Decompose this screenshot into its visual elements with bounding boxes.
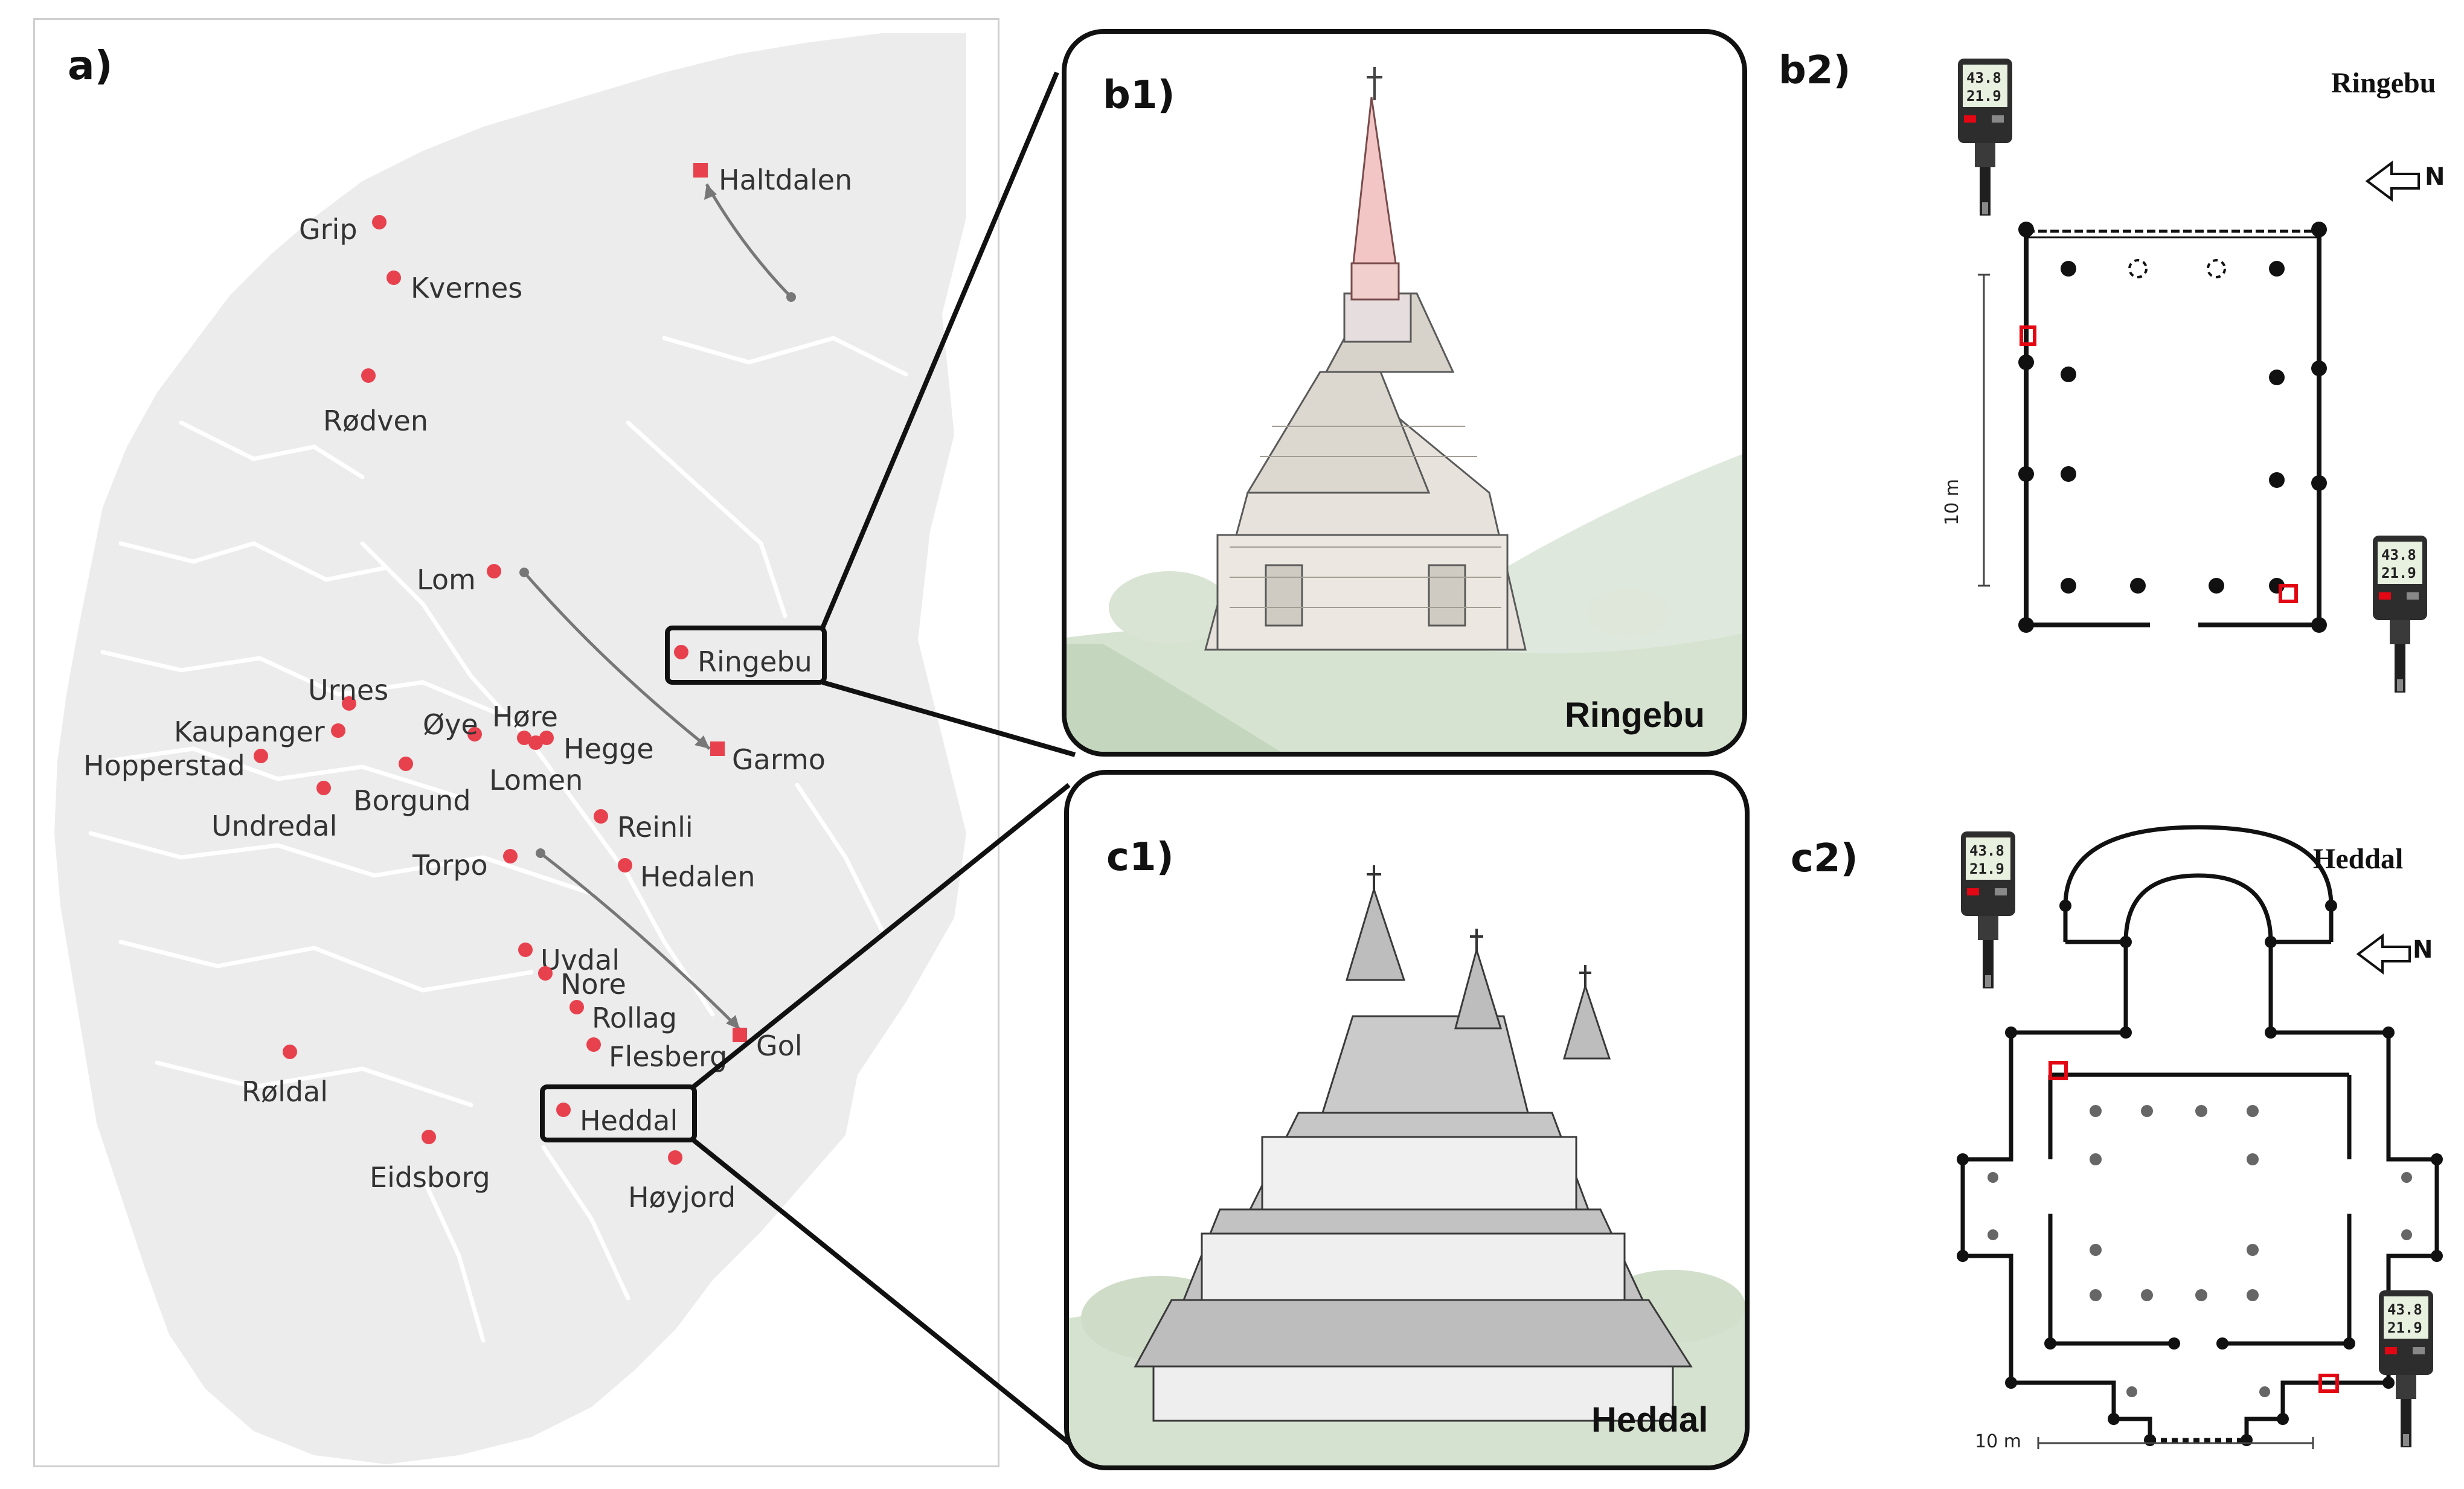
place-label: Grip	[299, 213, 358, 246]
map-land	[54, 33, 966, 1464]
place-label: Rødven	[323, 405, 428, 437]
church-marker	[594, 809, 608, 824]
place-label: Heddal	[580, 1104, 678, 1137]
north-arrow-icon	[2356, 933, 2411, 975]
place-label: Kaupanger	[174, 716, 325, 748]
place-label: Reinli	[617, 811, 693, 844]
north-arrow-icon	[2365, 161, 2420, 202]
place-label: Høyjord	[628, 1181, 736, 1214]
svg-text:21.9: 21.9	[2381, 565, 2416, 581]
place-label: Hopperstad	[83, 749, 245, 782]
church-marker	[556, 1103, 571, 1117]
church-marker	[342, 696, 356, 711]
church-marker	[387, 271, 401, 285]
church-marker	[254, 749, 268, 763]
sensor-marker	[2049, 1061, 2068, 1080]
ringebu-plan-title: Ringebu	[2331, 67, 2436, 99]
place-label: Undredal	[211, 810, 337, 842]
place-label: Uvdal	[541, 944, 620, 976]
ringebu-illustration-card: b1) Ringebu	[1062, 29, 1747, 757]
sensor-marker	[2279, 584, 2298, 603]
church-marker	[467, 727, 482, 741]
church-marker	[733, 1028, 747, 1042]
place-label: Øye	[423, 708, 478, 741]
place-label: Gol	[756, 1029, 803, 1062]
place-label: Hegge	[563, 732, 654, 765]
church-marker	[618, 858, 632, 873]
place-label: Garmo	[732, 743, 826, 776]
norway-map: HaltdalenGripKvernesRødvenLomRingebuUrne…	[54, 33, 966, 1464]
panel-c2-label: c2)	[1791, 836, 1858, 881]
svg-text:21.9: 21.9	[2387, 1319, 2422, 1336]
ringebu-church-drawing	[1067, 67, 1742, 752]
place-label: Røldal	[242, 1075, 328, 1108]
heddal-scale-label: 10 m	[1975, 1431, 2021, 1452]
church-marker	[372, 215, 387, 229]
place-label: Høre	[492, 700, 558, 733]
ringebu-caption: Ringebu	[1565, 696, 1705, 735]
heddal-illustration-card: c1) Heddal	[1064, 770, 1750, 1470]
church-marker	[528, 735, 543, 750]
church-marker	[710, 741, 725, 756]
heddal-north-label: N	[2413, 936, 2433, 964]
move-arrows	[523, 183, 792, 1031]
place-label: Nore	[560, 968, 626, 1001]
place-label: Lom	[417, 563, 476, 596]
place-label: Haltdalen	[719, 164, 852, 196]
place-label: Borgund	[353, 784, 471, 817]
church-marker	[487, 564, 501, 578]
church-marker	[538, 966, 553, 981]
church-marker	[517, 731, 531, 745]
church-marker	[586, 1037, 601, 1052]
church-marker	[399, 757, 413, 771]
svg-text:43.8: 43.8	[2381, 546, 2416, 563]
church-marker	[331, 723, 345, 738]
sensor-marker	[2020, 325, 2036, 346]
place-label: Lomen	[489, 764, 583, 796]
church-marker	[668, 1150, 682, 1165]
heddal-caption: Heddal	[1591, 1400, 1708, 1439]
place-label: Urnes	[308, 674, 388, 706]
church-marker	[674, 645, 688, 659]
church-marker	[518, 943, 533, 957]
data-logger-icon: 43.8 21.9	[1955, 57, 2016, 223]
svg-text:21.9: 21.9	[1969, 860, 2004, 877]
heddal-highlight-box	[540, 1084, 697, 1142]
svg-text:43.8: 43.8	[1966, 69, 2001, 86]
svg-text:43.8: 43.8	[2387, 1301, 2422, 1318]
place-label: Ringebu	[698, 645, 812, 678]
sensor-marker	[2318, 1374, 2339, 1393]
church-marker	[283, 1045, 297, 1059]
church-marker	[539, 731, 554, 745]
svg-text:21.9: 21.9	[1966, 88, 2001, 104]
place-label: Rollag	[592, 1002, 677, 1034]
church-marker	[569, 1000, 584, 1014]
ringebu-highlight-box	[665, 626, 827, 685]
rivers	[88, 336, 908, 1343]
heddal-church-drawing	[1069, 865, 1745, 1465]
place-label: Flesberg	[609, 1040, 727, 1073]
place-label: Hedalen	[640, 860, 756, 893]
ringebu-north-label: N	[2425, 163, 2445, 191]
panel-b2-label: b2)	[1779, 48, 1851, 93]
church-marker	[503, 849, 518, 863]
place-label: Torpo	[412, 849, 488, 882]
church-marker	[422, 1130, 436, 1144]
place-label: Kvernes	[411, 272, 522, 304]
svg-text:43.8: 43.8	[1969, 842, 2004, 859]
church-marker	[316, 781, 331, 795]
panel-b1-label: b1)	[1103, 73, 1175, 118]
heddal-plan-title: Heddal	[2313, 843, 2404, 875]
church-marker	[361, 368, 376, 383]
panel-a-label: a)	[68, 42, 113, 89]
church-marker	[693, 163, 708, 178]
panel-c1-label: c1)	[1106, 835, 1174, 880]
data-logger-icon: 43.8 21.9	[2370, 534, 2431, 700]
place-label: Eidsborg	[370, 1161, 490, 1194]
